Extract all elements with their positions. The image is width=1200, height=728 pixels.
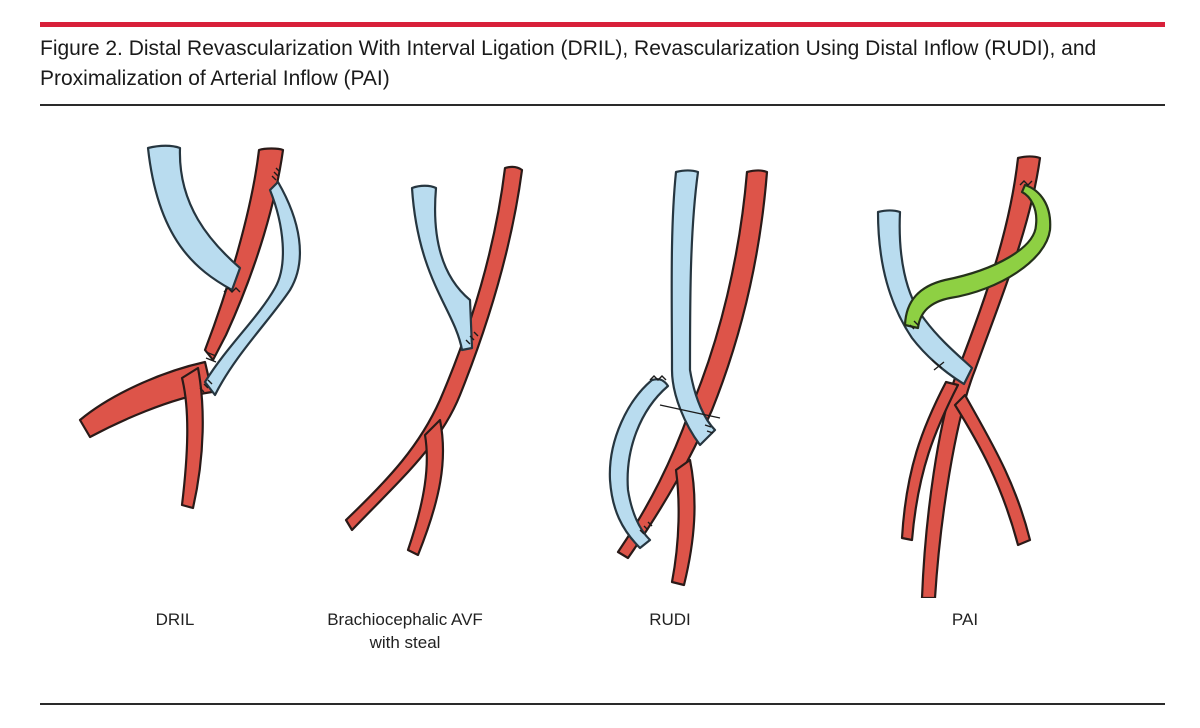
vascular-illustrations — [78, 144, 1052, 598]
dril-suture-1 — [223, 287, 241, 293]
rudi-cephalic-vein — [670, 169, 717, 447]
pai-artery-branch — [953, 393, 1032, 547]
dril-ligation — [205, 351, 217, 363]
rudi-jump-graft — [608, 378, 670, 550]
dril-cephalic-vein — [146, 144, 242, 292]
pai-suture-1 — [1019, 180, 1033, 186]
caption-rudi: RUDI — [649, 610, 691, 629]
rudi-suture-2 — [639, 521, 653, 535]
caption-dril: DRIL — [155, 610, 195, 629]
figure-title: Figure 2. Distal Revascularization With … — [40, 37, 1097, 90]
avf-cephalic-vein — [410, 184, 474, 352]
illustration-panel — [40, 108, 1165, 598]
rudi-ligation — [659, 404, 721, 419]
bottom-divider — [40, 703, 1165, 705]
dril-suture-3 — [199, 379, 213, 393]
avf-illustration — [344, 165, 524, 557]
dril-vein-bypass — [203, 180, 301, 397]
rudi-artery-trunk — [616, 169, 769, 560]
pai-suture-3 — [909, 320, 919, 330]
dril-suture-2 — [271, 167, 281, 181]
top-accent-rule — [40, 22, 1165, 27]
caption-avf: Brachiocephalic AVF with steal — [327, 610, 483, 652]
dril-artery-right-branch — [180, 366, 204, 510]
pai-artery-left — [900, 380, 960, 542]
rudi-suture-3 — [704, 424, 714, 434]
rudi-illustration — [608, 169, 769, 587]
avf-anastomosis-suture — [465, 331, 479, 345]
avf-artery-branch — [406, 418, 445, 557]
dril-illustration — [78, 144, 301, 510]
caption-pai: PAI — [951, 610, 979, 629]
rudi-suture-1 — [649, 375, 667, 381]
pai-graft — [903, 183, 1052, 330]
pai-cephalic-vein — [876, 209, 974, 386]
dril-artery-proximal — [203, 147, 285, 362]
pai-suture-2 — [931, 359, 945, 371]
title-divider — [40, 104, 1165, 106]
pai-illustration — [876, 155, 1052, 598]
rudi-artery-branch — [670, 458, 696, 587]
